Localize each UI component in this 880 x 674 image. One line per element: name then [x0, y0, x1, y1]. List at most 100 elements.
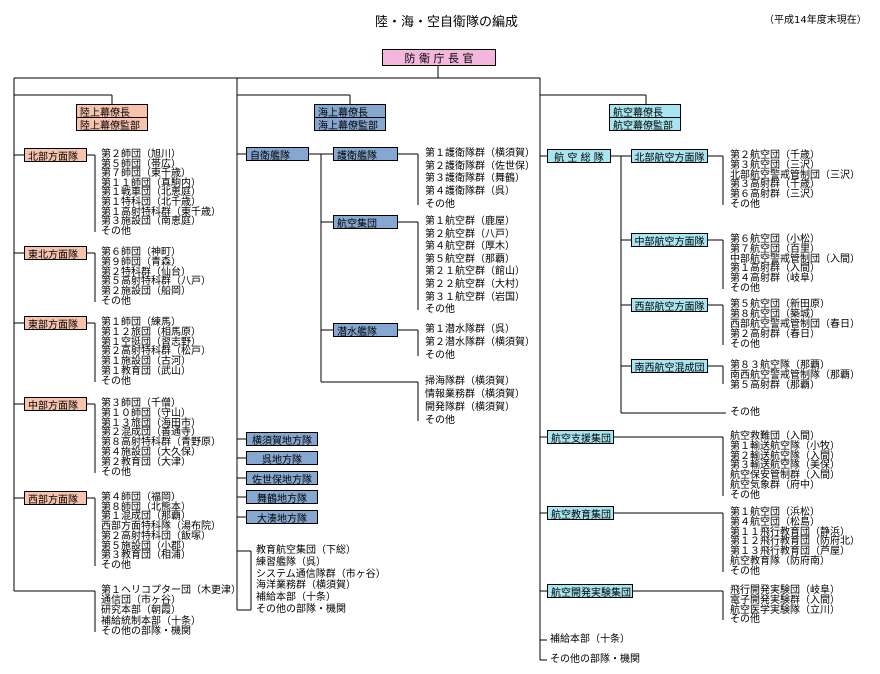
msdf-unit-label: その他: [425, 350, 455, 361]
msdf-unit-label: 第３１航空群（岩国）: [425, 291, 525, 303]
gsdf-unit-label: 第５高射特科群（八戸）: [101, 276, 211, 288]
gsdf-unit-label: 第２教育団（大津）: [101, 456, 191, 468]
msdf-unit-label: 第１護衛隊群（横須賀）: [425, 148, 535, 159]
district-box: 大湊地方隊: [246, 510, 318, 525]
gsdf-unit-label: 第２高射特科群（松戸）: [101, 346, 211, 358]
asdf-command-box: 航空支援集団: [547, 430, 614, 445]
gsdf-unit-label: 第１２旅団（相馬原）: [101, 326, 201, 338]
gsdf-unit-label: 第１師団（練馬）: [101, 317, 181, 328]
gsdf-unit-label: 第２混成団（善通寺）: [101, 427, 201, 439]
gsdf-unit-label: 第５施設団（小郡）: [101, 540, 191, 552]
gsdf-army-box: 北部方面隊: [24, 148, 87, 163]
asdf-unit-label: 北部航空警戒管制団（三沢）: [730, 169, 860, 181]
msdf-unit-label: 第２１航空群（館山）: [425, 266, 525, 278]
asdf-unit-label: 第６航空団（小松）: [730, 234, 820, 245]
gsdf-unit-label: 第８高射特科群（青野原）: [101, 437, 221, 449]
msdf-unit-label: 第２潜水隊群（横須賀）: [425, 337, 535, 348]
asdf-unit-label: 第５高射群（那覇）: [730, 380, 820, 391]
msdf-sub-box: 航空集団: [333, 215, 398, 230]
asdf-adc-other-label: その他: [730, 407, 760, 418]
gsdf-army-box: 中部方面隊: [24, 397, 87, 412]
gsdf-unit-label: 第５師団（帯広）: [101, 158, 181, 170]
gsdf-unit-label: 第１混成団（那覇）: [101, 511, 191, 523]
gsdf-unit-label: 第４施設団（大久保）: [101, 447, 201, 458]
asdf-unit-label: 航空救難団（入間）: [730, 431, 820, 442]
asdf-unit-label: 航空医学実験隊（立川）: [730, 604, 840, 616]
asdf-unit-label: その他: [730, 283, 760, 294]
asdf-unit-label: 中部航空警戒管制団（入間）: [730, 253, 860, 265]
msdf-other-unit-label: システム通信隊群（市ヶ谷）: [256, 568, 386, 580]
gsdf-staff-box: 陸上幕僚監部: [76, 117, 148, 132]
asdf-unit-label: 第３輸送航空隊（美保）: [730, 460, 840, 472]
asdf-unit-label: 第２高射群（春日）: [730, 329, 820, 340]
msdf-unit-label: 第２護衛隊群（佐世保）: [425, 160, 535, 172]
gsdf-unit-label: その他: [101, 225, 131, 237]
gsdf-other-unit-label: 研究本部（朝霞）: [101, 605, 181, 617]
gsdf-unit-label: 第１施設団（古河）: [101, 356, 191, 368]
msdf-fleet-other-label: 掃海隊群（横須賀）: [425, 376, 515, 387]
district-box: 横須賀地方隊: [246, 432, 318, 447]
asdf-unit-label: 西部航空警戒管制団（春日）: [730, 319, 860, 330]
msdf-unit-label: 第３護衛隊群（舞鶴）: [425, 173, 525, 185]
asdf-unit-label: 航空教育隊（防府南）: [730, 556, 830, 567]
msdf-unit-label: 第４護衛隊群（呉）: [425, 186, 515, 198]
asdf-area-box: 南西航空混成団: [631, 359, 708, 374]
msdf-unit-label: 第２２航空群（大村）: [425, 279, 525, 290]
asdf-unit-label: 第２航空団（千歳）: [730, 150, 820, 161]
msdf-other-unit-label: その他の部隊・機関: [256, 604, 346, 615]
asdf-unit-label: 第７航空団（百里）: [730, 243, 820, 255]
msdf-sub-box: 護衛艦隊: [333, 147, 398, 162]
gsdf-unit-label: 第１０師団（守山）: [101, 407, 191, 419]
msdf-unit-label: 第１航空群（鹿屋）: [425, 216, 515, 227]
gsdf-other-unit-label: その他の部隊・機関: [101, 625, 191, 637]
defense-agency-director-box: 防 衛 庁 長 官: [382, 49, 496, 66]
self-defense-fleet-box: 自衛艦隊: [246, 147, 309, 162]
gsdf-unit-label: 第１戦車団（北恵庭）: [101, 187, 201, 199]
gsdf-unit-label: 第１空挺団（習志野）: [101, 336, 201, 348]
asdf-unit-label: 第１輸送航空隊（小牧）: [730, 440, 840, 452]
asdf-unit-label: 第１２飛行教育団（防府北）: [730, 536, 860, 548]
gsdf-unit-label: 第２高射特科団（飯塚）: [101, 530, 211, 542]
diagram-title: 陸・海・空自衛隊の編成: [375, 15, 519, 30]
gsdf-unit-label: 第６師団（神町）: [101, 247, 181, 258]
gsdf-unit-label: その他: [101, 375, 131, 387]
asdf-unit-label: 第６高射群（三沢）: [730, 189, 820, 201]
msdf-other-unit-label: 練習艦隊（呉）: [256, 556, 326, 568]
msdf-unit-label: 第５航空群（那覇）: [425, 253, 515, 265]
asdf-other-unit-label: その他の部隊・機関: [550, 654, 640, 665]
asdf-area-box: 西部航空方面隊: [631, 298, 708, 313]
asdf-unit-label: 第１航空団（浜松）: [730, 507, 820, 518]
asdf-unit-label: その他: [730, 199, 760, 210]
asdf-area-box: 中部航空方面隊: [631, 233, 708, 248]
gsdf-unit-label: 第１３旅団（海田市）: [101, 417, 201, 429]
gsdf-unit-label: 第３施設団（南恵庭）: [101, 216, 201, 228]
district-box: 呉地方隊: [246, 451, 318, 466]
asdf-unit-label: 航空気象群（府中）: [730, 480, 820, 491]
msdf-unit-label: その他: [425, 304, 455, 316]
air-defense-command-box: 航 空 総 隊: [547, 149, 611, 164]
asdf-unit-label: 第３航空団（三沢）: [730, 159, 820, 171]
gsdf-unit-label: 第８師団（北熊本）: [101, 501, 191, 513]
asdf-unit-label: その他: [730, 339, 760, 350]
gsdf-unit-label: 第３教育団（相浦）: [101, 550, 191, 562]
gsdf-unit-label: 第９師団（青森）: [101, 256, 181, 268]
gsdf-unit-label: 第２施設団（船岡）: [101, 286, 191, 298]
asdf-unit-label: その他: [730, 489, 760, 501]
asdf-other-unit-label: 補給本部（十条）: [550, 634, 630, 645]
gsdf-unit-label: 第１教育団（武山）: [101, 366, 191, 377]
gsdf-unit-label: 第１１師団（真駒内）: [101, 177, 201, 189]
msdf-fleet-other-label: その他: [425, 415, 455, 426]
asdf-unit-label: 南西航空警戒管制隊（那覇）: [730, 370, 860, 381]
asdf-unit-label: 第８３航空隊（那覇）: [730, 360, 830, 371]
asdf-unit-label: 第１１飛行教育団（静浜）: [730, 526, 850, 538]
gsdf-unit-label: 第２師団（旭川）: [101, 149, 181, 160]
msdf-unit-label: 第１潜水隊群（呉）: [425, 324, 515, 335]
gsdf-other-unit-label: 補給統制本部（十条）: [101, 615, 201, 627]
gsdf-unit-label: 第３師団（千僧）: [101, 398, 181, 409]
asdf-unit-label: その他: [730, 614, 760, 626]
asdf-unit-label: 第８航空団（築城）: [730, 309, 820, 320]
msdf-other-unit-label: 海洋業務群（横須賀）: [256, 580, 356, 592]
msdf-other-unit-label: 補給本部（十条）: [256, 592, 336, 604]
district-box: 舞鶴地方隊: [246, 490, 318, 505]
